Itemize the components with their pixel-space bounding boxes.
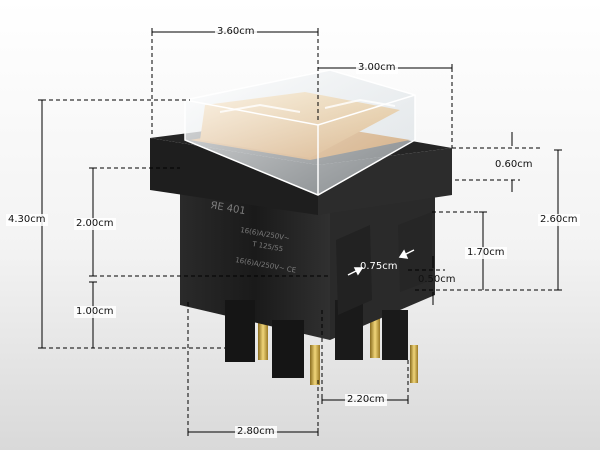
dim-terminal-length: 1.00cm	[74, 306, 116, 318]
terminals	[258, 318, 418, 385]
dim-top-width: 3.60cm	[215, 26, 257, 38]
dim-clip-offset: 0.50cm	[418, 274, 456, 285]
switch-body	[180, 180, 435, 378]
dim-frame-width: 3.00cm	[356, 62, 398, 74]
clip-gap-arrows	[347, 249, 415, 276]
dim-flange-thickness: 0.60cm	[495, 159, 533, 170]
dim-clip-height: 1.70cm	[465, 247, 507, 259]
dim-body-height: 2.00cm	[74, 218, 116, 230]
dim-base-width: 2.80cm	[235, 426, 277, 438]
dim-overall-height: 4.30cm	[6, 214, 48, 226]
dim-base-depth: 2.20cm	[345, 394, 387, 406]
transparent-cover	[184, 69, 416, 196]
dim-frame-height: 2.60cm	[538, 214, 580, 226]
dim-clip-gap: 0.75cm	[360, 261, 398, 272]
dimension-lines	[38, 28, 562, 436]
